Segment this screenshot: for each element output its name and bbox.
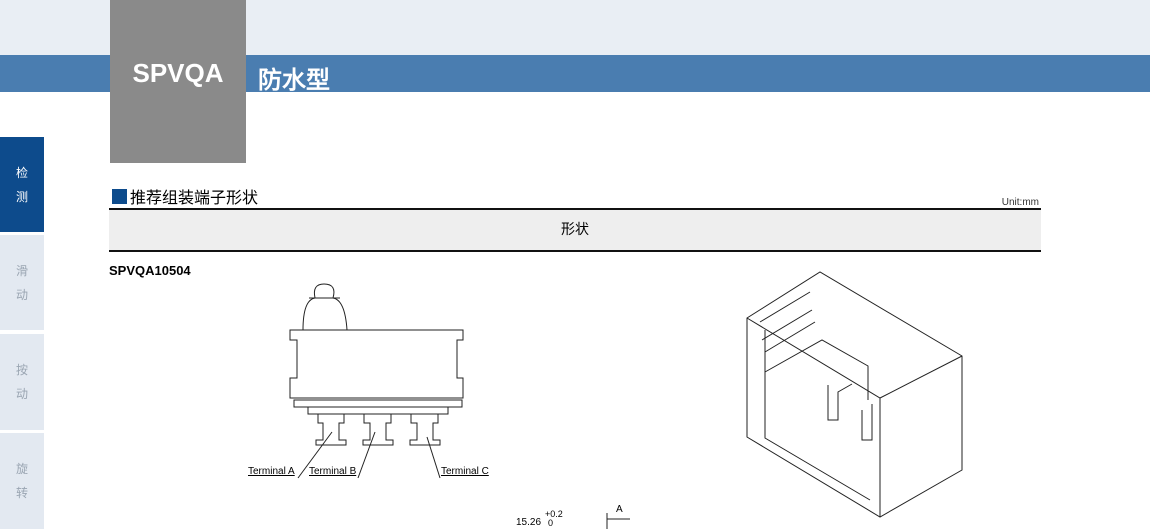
table-header-shape: 形状 [109,208,1041,252]
sidebar-label: 测 [15,189,28,204]
sidebar-label: 检 [15,165,28,180]
sidebar-label: 按 [15,363,28,377]
tolerance-minus: 0 [548,518,554,528]
sidebar-item-rotary[interactable]: 旋转 [0,433,44,529]
terminal-a-label: Terminal A [248,466,295,477]
series-code-box [110,0,246,163]
unit-label: Unit:mm [1001,197,1039,208]
terminal-b-label: Terminal B [309,466,357,477]
sidebar-label: 动 [15,387,28,401]
series-name: 防水型 [258,66,330,94]
section-title: 推荐组装端子形状 [130,188,259,207]
sidebar-label: 动 [15,287,28,302]
tolerance-plus: +0.2 [545,509,563,519]
terminal-c-label: Terminal C [441,466,489,477]
sidebar-label: 转 [15,486,28,500]
square-bullet-icon [112,188,127,204]
sidebar-item-slide[interactable]: 滑动 [0,235,44,330]
series-code: SPVQA [132,58,224,88]
sidebar-label: 旋 [15,462,28,476]
sidebar-item-push[interactable]: 按动 [0,334,44,430]
model-number: SPVQA10504 [109,263,191,278]
datum-label: A [616,504,623,515]
sidebar-label: 滑 [15,263,28,278]
sidebar-item-detect[interactable]: 检测 [0,137,44,232]
section-heading: 推荐组装端子形状 [112,184,258,208]
dimension-value: 15.26 [516,517,542,528]
